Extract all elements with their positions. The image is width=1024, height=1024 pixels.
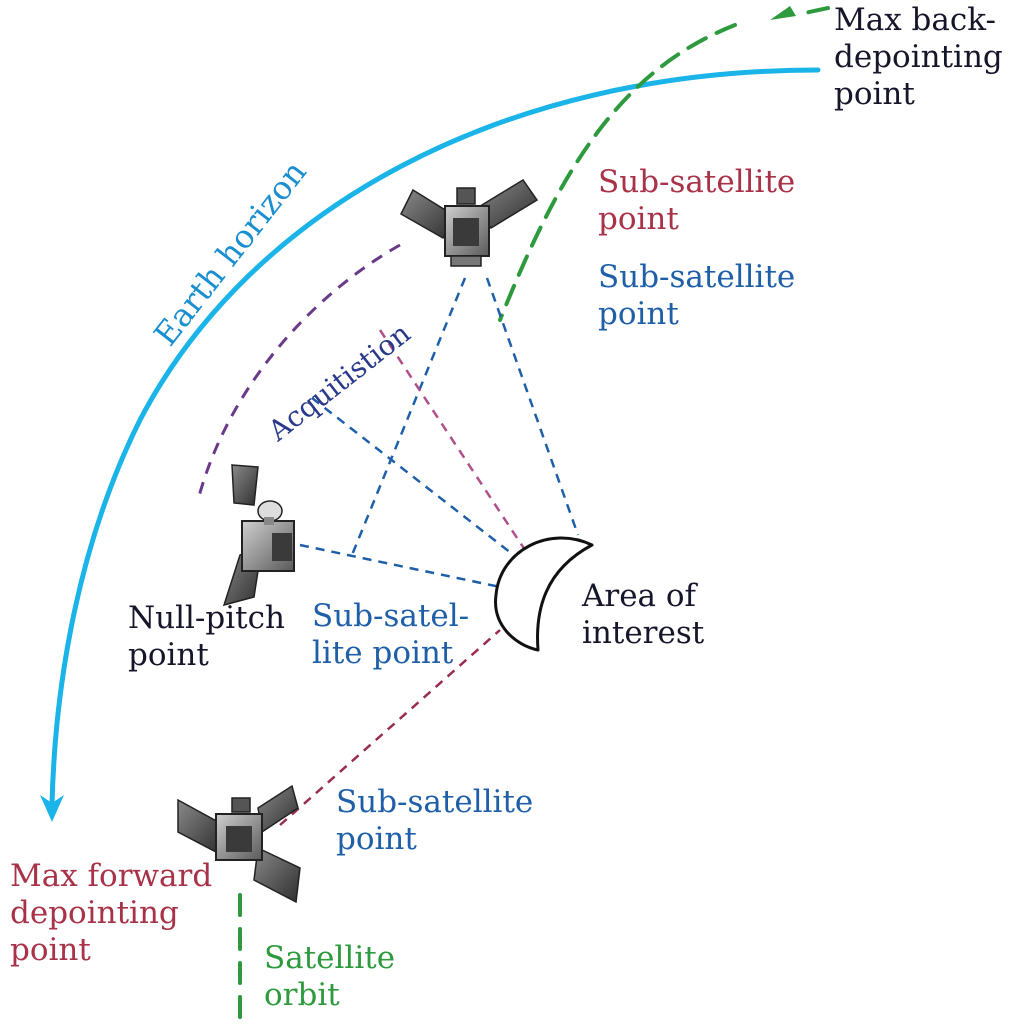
sub-sat-low-line-1: Sub-satellite (336, 784, 534, 820)
orbit-arrow-icon (770, 6, 796, 20)
null-pitch-line-1: Null-pitch (128, 600, 285, 636)
max-forward-line-2: depointing (10, 895, 179, 932)
sub-sat-blue-line-2: point (598, 296, 679, 333)
sub-satellite-point-red-label: Sub-satellite point (598, 164, 795, 238)
view-line-top-to-area (485, 277, 580, 536)
sub-satellite-point-low-label: Sub-satellite point (336, 784, 533, 858)
satellite-orbit-path (498, 6, 830, 322)
sub-satellite-point-mid-label: Sub-satel- lite point (312, 598, 469, 672)
satellite-icon (222, 464, 295, 607)
earth-horizon-label: Earth horizon (146, 153, 314, 353)
max-back-line-3: point (834, 76, 915, 113)
null-pitch-line-2: point (128, 637, 209, 674)
satellite-icon (177, 784, 301, 904)
sub-sat-low-line-2: point (336, 821, 417, 858)
view-lines (299, 277, 580, 590)
null-pitch-point-label: Null-pitch point (128, 600, 285, 674)
sub-satel-mid-line-1: Sub-satel- (312, 598, 470, 634)
sub-sat-red-line-1: Sub-satellite (598, 164, 796, 200)
satellite-icon (400, 178, 539, 267)
max-forward-line-3: point (10, 932, 91, 969)
sub-satellite-point-blue-label: Sub-satellite point (598, 259, 795, 333)
view-line-top-to-null (350, 277, 467, 556)
sub-sat-red-line-2: point (598, 201, 679, 238)
area-line-1: Area of (582, 578, 697, 614)
arrow-head-icon (40, 795, 64, 822)
area-of-interest-label: Area of interest (582, 578, 704, 652)
view-line-acq-to-area (311, 397, 521, 561)
forward-line (279, 629, 501, 826)
max-forward-line-1: Max forward (10, 858, 213, 894)
acquisition-line (378, 329, 527, 551)
satellite-orbit-label: Satellite orbit (264, 940, 395, 1014)
max-back-depointing-label: Max back- depointing point (834, 2, 1003, 114)
max-back-line-2: depointing (834, 39, 1003, 76)
max-forward-depointing-label: Max forward depointing point (10, 858, 212, 970)
sub-satel-mid-line-2: lite point (312, 635, 454, 672)
area-line-2: interest (582, 615, 705, 652)
acquisition-label: Acquitistion (261, 317, 416, 449)
view-line-null-to-area (299, 543, 506, 590)
acquisition-arc (196, 243, 401, 501)
area-of-interest-icon (494, 536, 594, 652)
earth-horizon-arc (49, 67, 821, 808)
satellite-orbit-line-1: Satellite (264, 940, 396, 976)
satellite-orbit-line-2: orbit (264, 977, 340, 1014)
max-back-line-1: Max back- (834, 2, 996, 38)
sub-sat-blue-line-1: Sub-satellite (598, 259, 796, 295)
